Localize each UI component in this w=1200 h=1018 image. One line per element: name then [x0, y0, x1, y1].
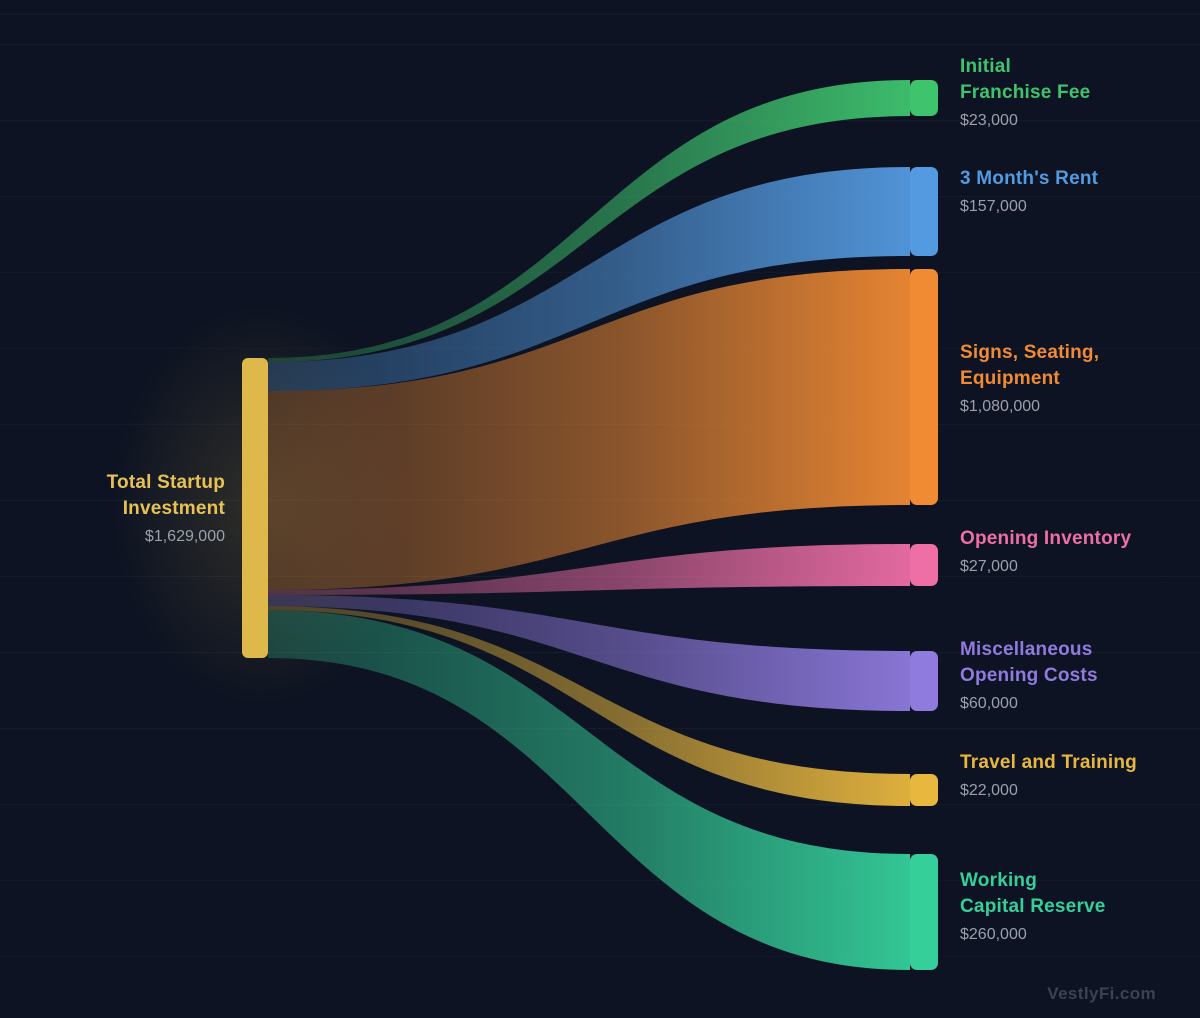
flow-initial-franchise-fee — [268, 80, 910, 363]
flow-travel-and-training — [268, 606, 910, 806]
target-label-block-initial-franchise-fee: Initial Franchise Fee $23,000 — [960, 54, 1185, 131]
target-label-line: Working — [960, 870, 1038, 891]
target-label-line: Signs, Seating, — [960, 342, 1100, 363]
node-signs-seating-equipment — [910, 269, 938, 505]
target-label-block-miscellaneous-opening-costs: Miscellaneous Opening Costs $60,000 — [960, 637, 1185, 714]
watermark: VestlyFi.com — [1047, 984, 1156, 1003]
target-label-line: Capital Reserve — [960, 896, 1106, 917]
target-label-line: 3 Month's Rent — [960, 168, 1099, 189]
target-label-block-signs-seating-equipment: Signs, Seating, Equipment $1,080,000 — [960, 340, 1185, 417]
source-label-line: Total Startup — [106, 472, 225, 493]
target-label: 3 Month's Rent — [960, 166, 1185, 192]
flow-working-capital-reserve — [268, 610, 910, 970]
flow-miscellaneous-opening-costs — [268, 595, 910, 711]
source-label-block: Total Startup Investment $1,629,000 — [40, 470, 225, 547]
target-value: $1,080,000 — [960, 398, 1041, 415]
target-label-line: Equipment — [960, 368, 1060, 389]
target-label: Opening Inventory — [960, 526, 1185, 552]
node-3-month-s-rent — [910, 167, 938, 256]
target-label-line: Travel and Training — [960, 752, 1137, 773]
node-travel-and-training — [910, 774, 938, 806]
target-label-line: Initial — [960, 56, 1012, 77]
target-label-line: Miscellaneous — [960, 639, 1093, 660]
node-miscellaneous-opening-costs — [910, 651, 938, 711]
target-label-line: Opening Costs — [960, 665, 1098, 686]
target-label-line: Opening Inventory — [960, 528, 1132, 549]
target-label: Initial Franchise Fee — [960, 54, 1185, 106]
flow-3-month-s-rent — [268, 167, 910, 392]
flow-signs-seating-equipment — [268, 269, 910, 590]
target-label-block-travel-and-training: Travel and Training $22,000 — [960, 750, 1185, 801]
target-label: Signs, Seating, Equipment — [960, 340, 1185, 392]
target-value: $157,000 — [960, 198, 1027, 215]
target-value: $27,000 — [960, 558, 1018, 575]
node-initial-franchise-fee — [910, 80, 938, 116]
target-label-block-opening-inventory: Opening Inventory $27,000 — [960, 526, 1185, 577]
target-label: Miscellaneous Opening Costs — [960, 637, 1185, 689]
source-value: $1,629,000 — [144, 528, 225, 545]
target-label: Working Capital Reserve — [960, 868, 1185, 920]
target-label: Travel and Training — [960, 750, 1185, 776]
target-value: $22,000 — [960, 782, 1018, 799]
node-opening-inventory — [910, 544, 938, 586]
target-label-block-3-months-rent: 3 Month's Rent $157,000 — [960, 166, 1185, 217]
node-working-capital-reserve — [910, 854, 938, 970]
flow-opening-inventory — [268, 544, 910, 595]
target-label-block-working-capital-reserve: Working Capital Reserve $260,000 — [960, 868, 1185, 945]
target-value: $23,000 — [960, 112, 1018, 129]
target-value: $260,000 — [960, 926, 1027, 943]
node-total-startup-investment — [242, 358, 268, 658]
target-value: $60,000 — [960, 695, 1018, 712]
source-label-line: Investment — [122, 498, 225, 519]
source-label: Total Startup Investment — [40, 470, 225, 522]
target-label-line: Franchise Fee — [960, 82, 1091, 103]
